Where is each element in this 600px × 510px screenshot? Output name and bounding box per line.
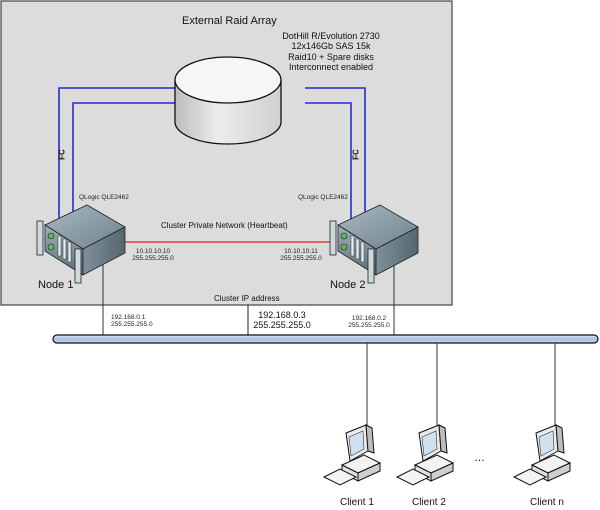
heartbeat-label: Cluster Private Network (Heartbeat) (161, 221, 288, 230)
fc-label-right: FC (351, 149, 361, 160)
fc-cables (58, 87, 366, 228)
cluster-ip-label: Cluster IP address (214, 294, 280, 303)
network-bus (52, 334, 599, 344)
node1-public-ip: 192.168.0.1 255.255.255.0 (111, 314, 153, 329)
storage-specs: DotHill R/Evolution 2730 12x146Gb SAS 15… (276, 31, 386, 72)
node1-server (36, 204, 126, 284)
storage-spec-line: Interconnect enabled (288, 62, 374, 73)
node2-public-ip: 192.168.0.2 255.255.255.0 (346, 315, 392, 330)
storage-spec-line: Raid10 + Spare disks (288, 51, 374, 62)
node2-pub-mask: 255.255.255.0 (348, 322, 390, 330)
raid-array-cylinder (174, 56, 282, 145)
node2-pub-ip: 192.168.0.2 (351, 315, 387, 322)
node2-label: Node 2 (330, 279, 366, 291)
client2-label: Client 2 (412, 497, 446, 508)
more-clients-ellipsis: … (474, 452, 487, 464)
node2-heartbeat-ip: 10.10.10.11 255.255.255.0 (278, 248, 324, 263)
node1-hb-ip: 10.10.10.10 (135, 248, 171, 255)
cluster-ip-address: 192.168.0.3 255.255.255.0 (250, 310, 314, 331)
node2-hb-ip: 10.10.10.11 (284, 248, 318, 255)
node1-pub-mask: 255.255.255.0 (111, 321, 153, 329)
cluster-ip: 192.168.0.3 (258, 310, 306, 320)
fc-label-left: FC (57, 149, 67, 160)
node1-heartbeat-ip: 10.10.10.10 255.255.255.0 (130, 248, 176, 263)
node1-hba-label: QLogic QLE2462 (79, 194, 129, 201)
node2-hba-label: QLogic QLE2462 (298, 194, 348, 201)
storage-spec-line: DotHill R/Evolution 2730 (282, 31, 380, 41)
node2-hb-mask: 255.255.255.0 (280, 255, 322, 263)
client1-label: Client 1 (340, 497, 374, 508)
clientn-pc-icon (512, 424, 572, 486)
cluster-mask: 255.255.255.0 (253, 320, 311, 331)
node2-server (329, 204, 419, 284)
node1-pub-ip: 192.168.0.1 (111, 314, 146, 321)
client2-pc-icon (395, 424, 455, 486)
client1-pc-icon (322, 424, 382, 486)
raid-array-title: External Raid Array (182, 15, 277, 27)
node1-hb-mask: 255.255.255.0 (132, 255, 174, 263)
storage-spec-line: 12x146Gb SAS 15k (291, 41, 371, 52)
clientn-label: Client n (530, 497, 564, 508)
node1-label: Node 1 (38, 279, 74, 291)
